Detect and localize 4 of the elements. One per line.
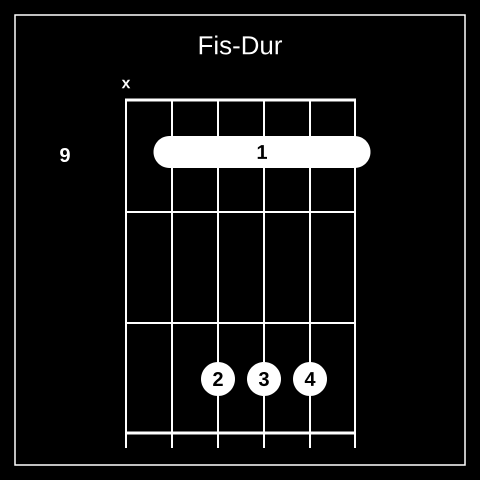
- title: Fis-Dur: [200, 36, 282, 54]
- muted-string-mark: x: [122, 80, 130, 88]
- barre-bar: 1: [154, 136, 370, 168]
- fret-number: 9: [60, 148, 70, 162]
